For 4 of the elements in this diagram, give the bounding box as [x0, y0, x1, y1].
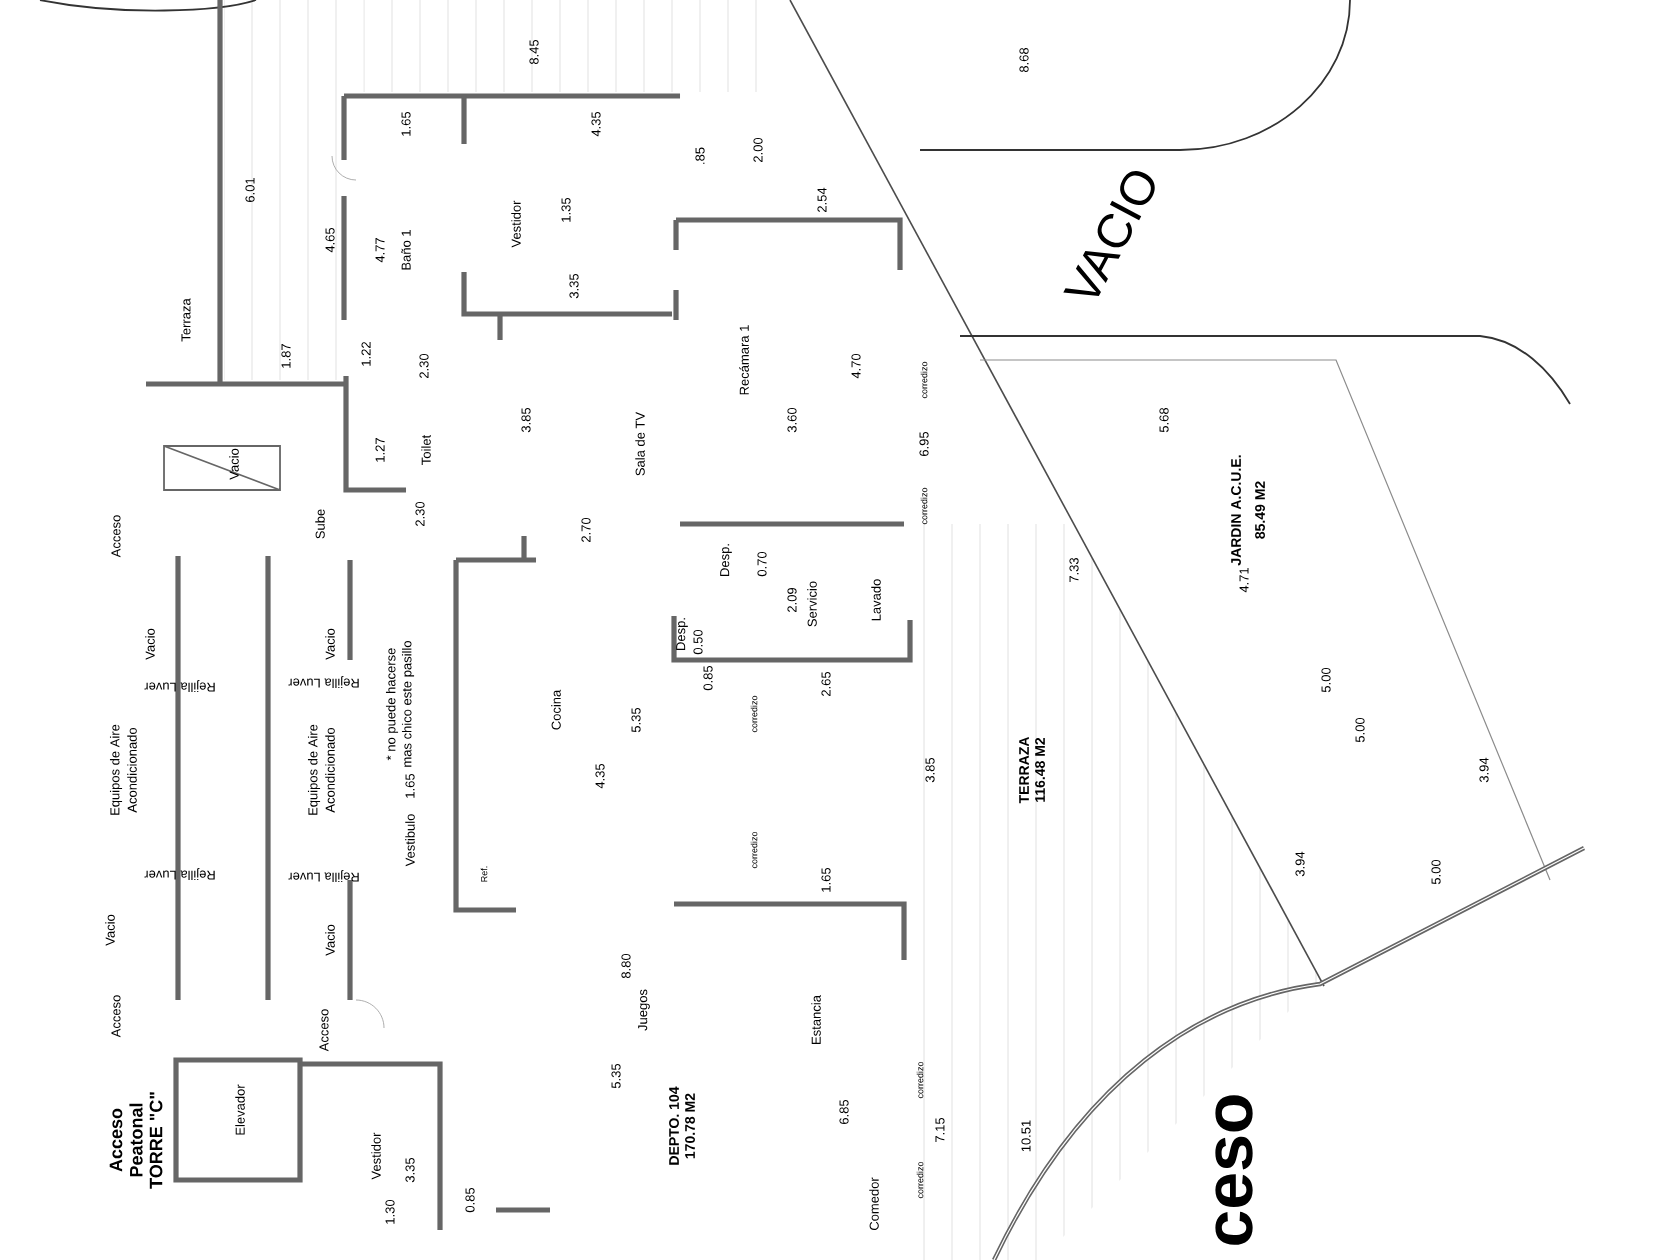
access-heading: ceso [1215, 1095, 1253, 1245]
access-label: TORRE "C" [149, 1092, 163, 1189]
access-label: Acceso [109, 1108, 123, 1172]
access-label: Peatonal [129, 1103, 143, 1177]
